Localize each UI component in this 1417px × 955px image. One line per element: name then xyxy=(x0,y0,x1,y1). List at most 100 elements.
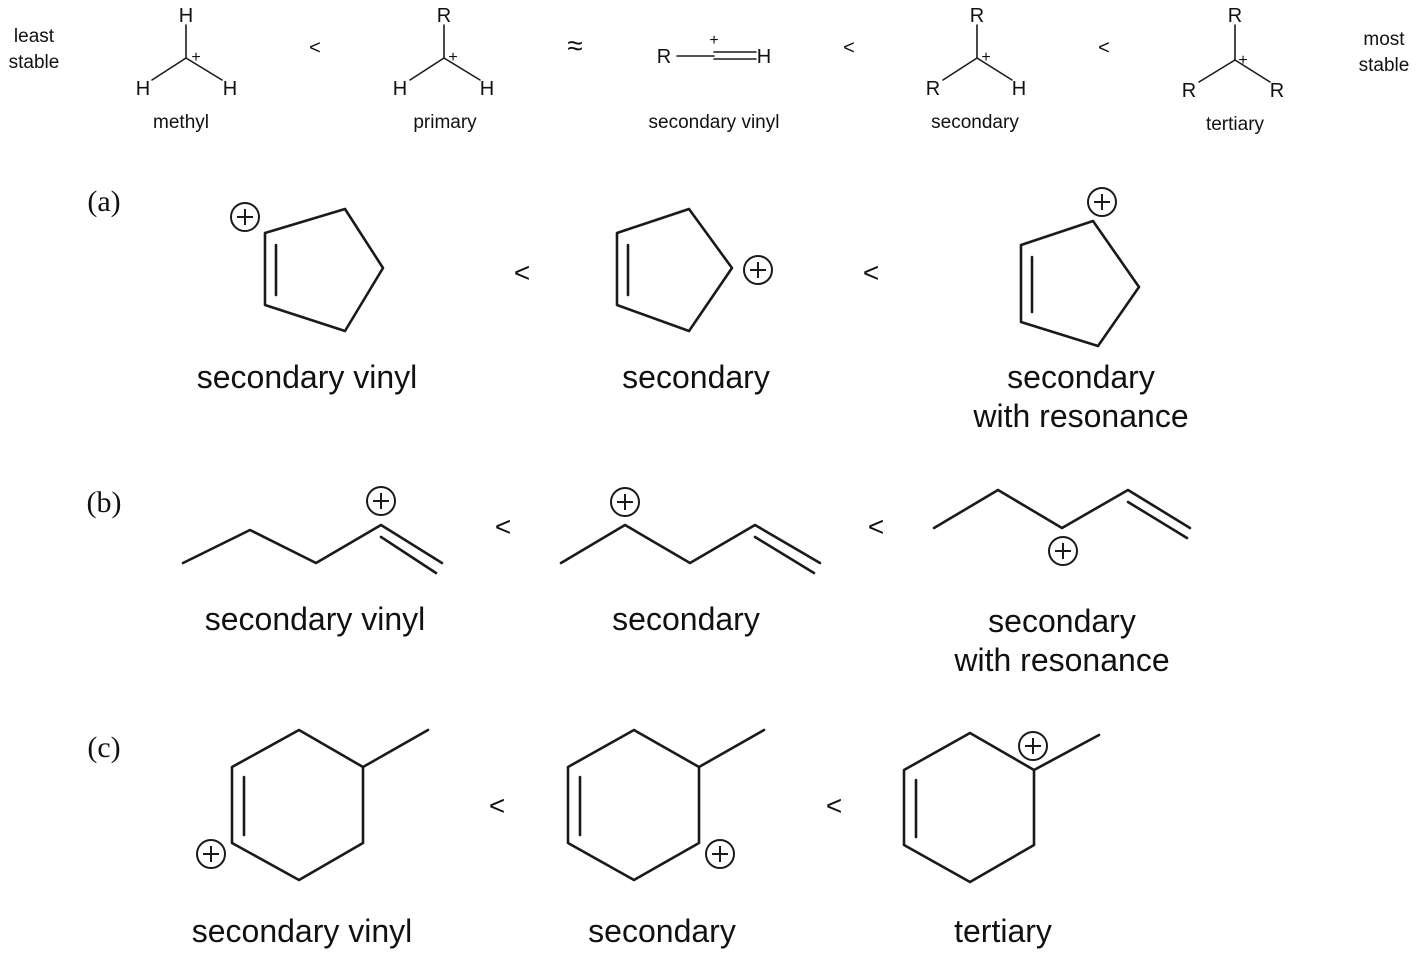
atom-h: H xyxy=(480,78,494,100)
charge-plus: + xyxy=(191,49,200,66)
row-c-label-2: secondary xyxy=(588,913,736,949)
row-c-methylcyclohexenyl: (c) secondary vinyl < secondary xyxy=(87,728,1101,949)
five-membered-ring xyxy=(263,207,385,333)
most-stable-label-line1: most xyxy=(1363,29,1405,50)
less-than-operator: < xyxy=(489,790,505,821)
less-than-operator: < xyxy=(1098,37,1110,59)
atom-r: R xyxy=(1182,80,1196,102)
methylcyclohexenyl-secondary-cation xyxy=(566,728,766,882)
bond xyxy=(976,57,1013,81)
row-a-label-2: secondary xyxy=(622,359,770,395)
row-a-cyclopentenyl: (a) secondary vinyl < secondary < xyxy=(87,185,1188,434)
atom-h: H xyxy=(223,78,237,100)
carbon-chain xyxy=(932,488,1192,530)
methyl-label: methyl xyxy=(153,112,209,133)
secondary-label: secondary xyxy=(931,112,1019,133)
row-b-label-1: secondary vinyl xyxy=(205,601,426,637)
atom-r: R xyxy=(926,78,940,100)
bond xyxy=(151,57,187,81)
double-bond-line xyxy=(379,535,438,575)
five-membered-ring xyxy=(1019,219,1141,348)
cyclopentenyl-vinyl-cation xyxy=(230,202,385,333)
secondary-cation-structure: R R H + xyxy=(926,5,1026,100)
double-bond-line xyxy=(1126,500,1189,540)
charge-plus: + xyxy=(448,49,457,66)
carbon-chain xyxy=(559,523,822,565)
positive-charge-icon xyxy=(1087,187,1117,217)
row-c-tag: (c) xyxy=(87,731,120,764)
atom-h: H xyxy=(393,78,407,100)
most-stable-label-line2: stable xyxy=(1359,55,1410,76)
row-a-label-1: secondary vinyl xyxy=(197,359,418,395)
carbon-chain xyxy=(181,523,444,565)
pentenyl-secondary-cation xyxy=(559,487,822,575)
row-b-tag: (b) xyxy=(87,486,122,519)
least-stable-label-line1: least xyxy=(14,26,55,47)
tertiary-label: tertiary xyxy=(1206,114,1265,135)
cyclopentenyl-secondary-cation xyxy=(615,207,773,333)
less-than-operator: < xyxy=(826,790,842,821)
row-a-label-3-line2: with resonance xyxy=(972,398,1188,434)
atom-r: R xyxy=(657,46,671,68)
bond xyxy=(409,57,445,81)
charge-plus: + xyxy=(1238,52,1247,69)
positive-charge-icon xyxy=(610,487,640,517)
positive-charge-icon xyxy=(1018,731,1048,761)
bond xyxy=(1234,59,1271,83)
methylcyclohexenyl-vinyl-cation xyxy=(196,728,430,882)
methyl-cation-structure: H H H + xyxy=(136,5,237,100)
atom-h: H xyxy=(136,78,150,100)
bond xyxy=(942,57,978,81)
less-than-operator: < xyxy=(868,511,884,542)
less-than-operator: < xyxy=(495,511,511,542)
row-b-label-3-line1: secondary xyxy=(988,603,1136,639)
bond xyxy=(443,57,481,81)
five-membered-ring xyxy=(615,207,734,333)
row-b-label-3-line2: with resonance xyxy=(953,642,1169,678)
methylcyclohexenyl-tertiary-cation xyxy=(902,731,1101,884)
methyl-bond xyxy=(361,728,430,769)
secondary-vinyl-cation-structure: R H + xyxy=(657,32,771,68)
less-than-operator: < xyxy=(863,257,879,288)
less-than-operator: < xyxy=(514,257,530,288)
tertiary-cation-structure: R R R + xyxy=(1182,5,1284,102)
cyclopentenyl-allylic-cation xyxy=(1019,187,1141,348)
row-a-label-3-line1: secondary xyxy=(1007,359,1155,395)
methyl-bond xyxy=(1032,733,1101,772)
general-stability-order: least stable most stable H H H + methyl … xyxy=(9,5,1410,135)
charge-plus: + xyxy=(981,49,990,66)
approx-equal-operator: ≈ xyxy=(567,30,582,61)
atom-h: H xyxy=(1012,78,1026,100)
primary-label: primary xyxy=(413,112,477,133)
atom-r: R xyxy=(1270,80,1284,102)
pentenyl-vinyl-cation xyxy=(181,486,444,575)
positive-charge-icon xyxy=(366,486,396,516)
six-membered-ring xyxy=(230,728,365,882)
positive-charge-icon xyxy=(743,255,773,285)
least-stable-label-line2: stable xyxy=(9,52,60,73)
less-than-operator: < xyxy=(309,37,321,59)
row-b-label-2: secondary xyxy=(612,601,760,637)
atom-r: R xyxy=(1228,5,1242,27)
secondary-vinyl-label: secondary vinyl xyxy=(649,112,780,133)
atom-h: H xyxy=(179,5,193,27)
pentenyl-allylic-cation xyxy=(932,488,1192,566)
row-c-label-3: tertiary xyxy=(954,913,1052,949)
positive-charge-icon xyxy=(230,202,260,232)
atom-r: R xyxy=(437,5,451,27)
bond xyxy=(185,57,223,81)
less-than-operator: < xyxy=(843,37,855,59)
positive-charge-icon xyxy=(1048,536,1078,566)
charge-plus: + xyxy=(709,32,718,49)
row-c-label-1: secondary vinyl xyxy=(192,913,413,949)
methyl-bond xyxy=(697,728,766,769)
atom-r: R xyxy=(970,5,984,27)
row-b-pentenyl: (b) secondary vinyl < secondary < xyxy=(87,486,1192,678)
positive-charge-icon xyxy=(196,839,226,869)
six-membered-ring xyxy=(902,731,1036,884)
double-bond-line xyxy=(753,535,816,575)
row-a-tag: (a) xyxy=(87,185,120,218)
positive-charge-icon xyxy=(705,839,735,869)
bond xyxy=(1198,59,1236,83)
